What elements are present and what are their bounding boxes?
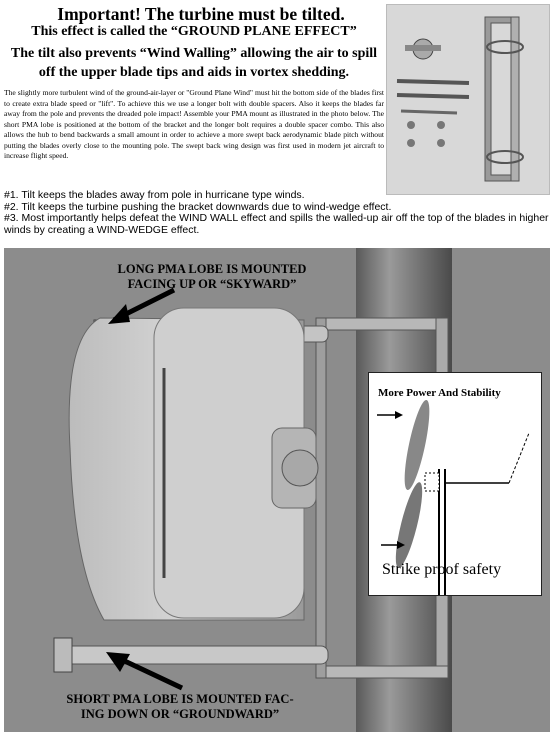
tilt-diagram-inset — [368, 372, 542, 596]
list-item: #1. Tilt keeps the blades away from pole… — [4, 189, 305, 201]
list-item: #2. Tilt keeps the turbine pushing the b… — [4, 200, 392, 213]
long-lobe-label: LONG PMA LOBE IS MOUNTED FACING UP OR “S… — [92, 262, 332, 292]
inset-caption: Strike proof safety — [382, 561, 502, 578]
long-lobe-label-line-1: LONG PMA LOBE IS MOUNTED — [117, 262, 307, 276]
short-lobe-label: SHORT PMA LOBE IS MOUNTED FAC- ING DOWN … — [30, 692, 330, 722]
subtitle-line-2: The tilt also prevents “Wind Walling” al… — [10, 46, 378, 61]
explanation-paragraph: The slightly more turbulent wind of the … — [4, 88, 384, 160]
subtitle-line-1: This effect is called the “GROUND PLANE … — [31, 24, 357, 39]
inset-title: More Power And Stability — [378, 387, 501, 399]
short-lobe-label-line-1: SHORT PMA LOBE IS MOUNTED FAC- — [66, 692, 294, 706]
tilt-diagram-drawing — [377, 399, 530, 595]
parts-photo-drawing — [387, 5, 549, 194]
long-lobe-label-line-2: FACING UP OR “SKYWARD” — [127, 277, 297, 291]
list-item: #3. Most importantly helps defeat the WI… — [4, 212, 549, 236]
page-title: Important! The turbine must be tilted. — [57, 4, 345, 24]
subtitle-line-3: off the upper blade tips and aids in vor… — [38, 65, 350, 80]
tilt-benefits-list: #1. Tilt keeps the blades away from pole… — [4, 189, 552, 236]
parts-photo — [386, 4, 550, 195]
short-lobe-label-line-2: ING DOWN OR “GROUNDWARD” — [80, 707, 280, 721]
